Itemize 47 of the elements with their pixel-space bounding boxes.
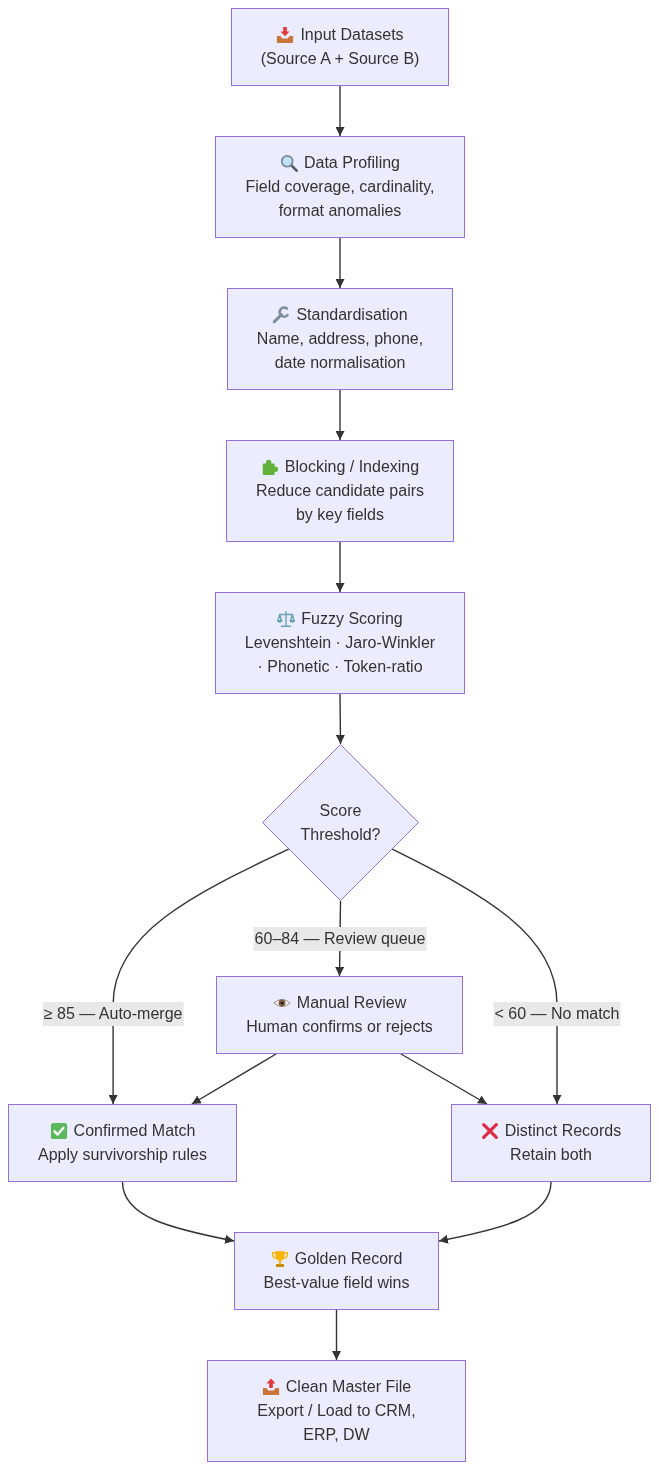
node-title: Manual Review <box>296 993 407 1013</box>
arrow <box>335 541 345 593</box>
process-box <box>215 136 465 238</box>
arrow <box>335 85 345 137</box>
arrow <box>191 1053 277 1105</box>
node-text: Export / Load to CRM, ERP, DW <box>256 1401 417 1445</box>
node-title: Score Threshold? <box>299 800 382 845</box>
edge-label: ≥ 85 — Auto-merge <box>42 1002 184 1026</box>
node-text: Retain both <box>510 1145 592 1165</box>
process-box <box>234 1232 439 1310</box>
node-text: Levenshtein · Jaro-Winkler · Phonetic · Token-ratio <box>244 633 436 677</box>
process-box <box>451 1104 651 1182</box>
arrow <box>335 693 345 745</box>
node-title: Clean Master File <box>285 1377 412 1397</box>
node-text: Reduce candidate pairs by key fields <box>254 481 426 525</box>
process-box <box>216 976 463 1054</box>
process-box <box>215 592 465 694</box>
arrow <box>335 237 345 289</box>
node-text: Best-value field wins <box>263 1273 410 1293</box>
arrow <box>121 1181 235 1244</box>
node-title: Data Profiling <box>303 153 400 173</box>
arrow <box>391 848 562 1105</box>
node-text: Name, address, phone, date normalisation <box>255 329 425 373</box>
node-title: Fuzzy Scoring <box>301 609 403 629</box>
node-title: Golden Record <box>294 1249 403 1269</box>
arrow <box>400 1053 488 1105</box>
process-box <box>207 1360 466 1462</box>
process-box <box>226 440 454 542</box>
process-box <box>227 288 453 390</box>
arrow <box>438 1181 552 1244</box>
process-box <box>231 8 449 86</box>
arrow <box>335 389 345 441</box>
edge-label: 60–84 — Review queue <box>253 926 427 951</box>
node-text: (Source A + Source B) <box>260 49 420 69</box>
edge-label: < 60 — No match <box>493 1002 621 1026</box>
node-title: Distinct Records <box>504 1121 622 1141</box>
node-title: Confirmed Match <box>73 1121 196 1141</box>
node-text: Field coverage, cardinality, format anomalies <box>244 177 436 221</box>
arrow <box>108 848 290 1105</box>
node-text: Human confirms or rejects <box>246 1017 433 1037</box>
node-title: Standardisation <box>296 305 408 325</box>
node-text: Apply survivorship rules <box>38 1145 207 1165</box>
node-title: Input Datasets <box>300 25 404 45</box>
process-box <box>8 1104 237 1182</box>
node-title: Blocking / Indexing <box>284 457 420 477</box>
decision-diamond <box>262 744 419 901</box>
arrow <box>332 1309 341 1361</box>
